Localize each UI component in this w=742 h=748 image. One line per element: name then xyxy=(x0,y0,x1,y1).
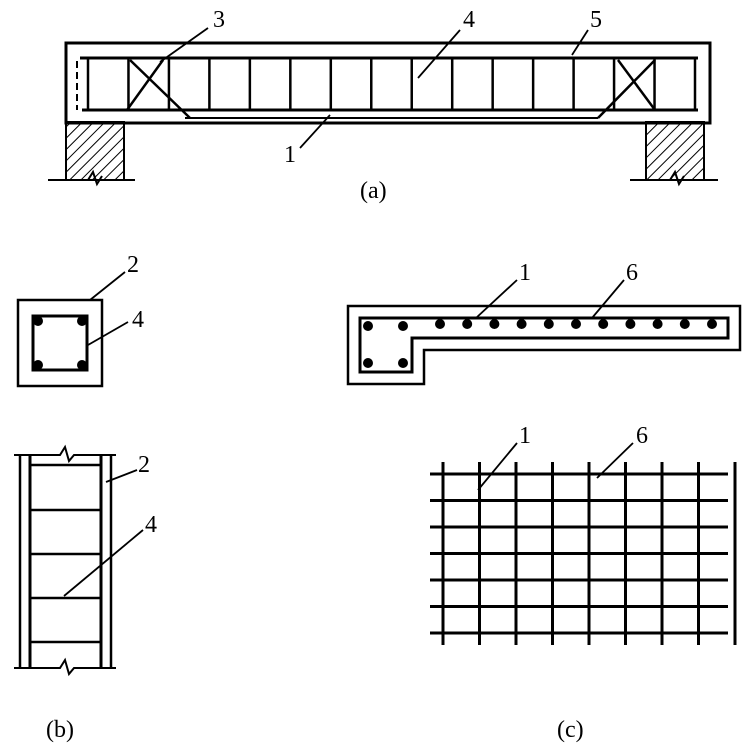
column-tie xyxy=(31,314,89,372)
leader-6b xyxy=(596,442,634,479)
rebar-dot xyxy=(77,316,87,326)
label-dist-bar-2: 6 xyxy=(636,423,648,449)
slab-mesh: 1 6 (c) xyxy=(430,423,737,743)
leader-2b xyxy=(105,469,138,483)
slab-bar-dot xyxy=(462,319,473,329)
edge-beam-bar xyxy=(358,316,730,374)
label-dist-bar: 6 xyxy=(626,260,638,286)
slab-bar-dot xyxy=(707,319,717,329)
rebar-dot xyxy=(33,360,43,370)
bent-bars xyxy=(125,59,657,119)
leader-4c xyxy=(63,529,144,597)
leader-1c xyxy=(477,442,518,491)
label-bent-bar: 3 xyxy=(213,7,225,33)
left-support xyxy=(65,121,125,187)
slab-section: 1 6 xyxy=(346,260,742,386)
slab-bar-dot xyxy=(625,319,636,329)
rebar-dot xyxy=(77,360,87,370)
label-stirrup: 4 xyxy=(463,7,475,33)
label-tie-2: 4 xyxy=(145,512,157,538)
slab-bars xyxy=(435,319,717,329)
caption-a: (a) xyxy=(360,178,387,204)
column-outline xyxy=(16,298,104,388)
label-long-bar-2: 2 xyxy=(138,452,150,478)
slab-bar-dot xyxy=(571,319,581,329)
slab-bar-dot xyxy=(543,319,554,329)
label-tie: 4 xyxy=(132,307,144,333)
slab-bar-dot xyxy=(489,319,500,329)
label-top-bar: 5 xyxy=(590,7,602,33)
beam-outline xyxy=(64,41,712,125)
caption-c: (c) xyxy=(557,717,584,743)
leader-4b xyxy=(87,321,129,346)
slab-bar-dot xyxy=(435,319,445,329)
rebar-dot xyxy=(33,316,43,326)
slab-outline xyxy=(346,304,742,386)
column-section: 2 4 xyxy=(16,252,144,388)
leader-1b xyxy=(475,279,518,319)
column-elevation: 2 4 (b) xyxy=(14,444,157,743)
beam-elevation: 3 4 5 1 (a) xyxy=(48,7,718,204)
stirrups xyxy=(86,58,697,110)
label-long-bar: 2 xyxy=(127,252,139,278)
caption-b: (b) xyxy=(46,717,74,743)
right-support xyxy=(645,121,705,187)
leader-3 xyxy=(159,27,209,63)
slab-bar-dot xyxy=(652,319,663,329)
leader-6a xyxy=(591,279,625,319)
leader-5 xyxy=(571,29,589,56)
leader-1a xyxy=(299,114,331,149)
label-main-bar-2: 1 xyxy=(519,423,531,449)
slab-bar-dot xyxy=(516,319,527,329)
leader-4a xyxy=(417,29,461,79)
slab-bar-dot xyxy=(679,319,690,329)
label-main-bar: 1 xyxy=(519,260,531,286)
leader-2a xyxy=(89,271,126,301)
slab-bar-dot xyxy=(598,319,609,329)
label-bottom-bar: 1 xyxy=(284,142,296,168)
